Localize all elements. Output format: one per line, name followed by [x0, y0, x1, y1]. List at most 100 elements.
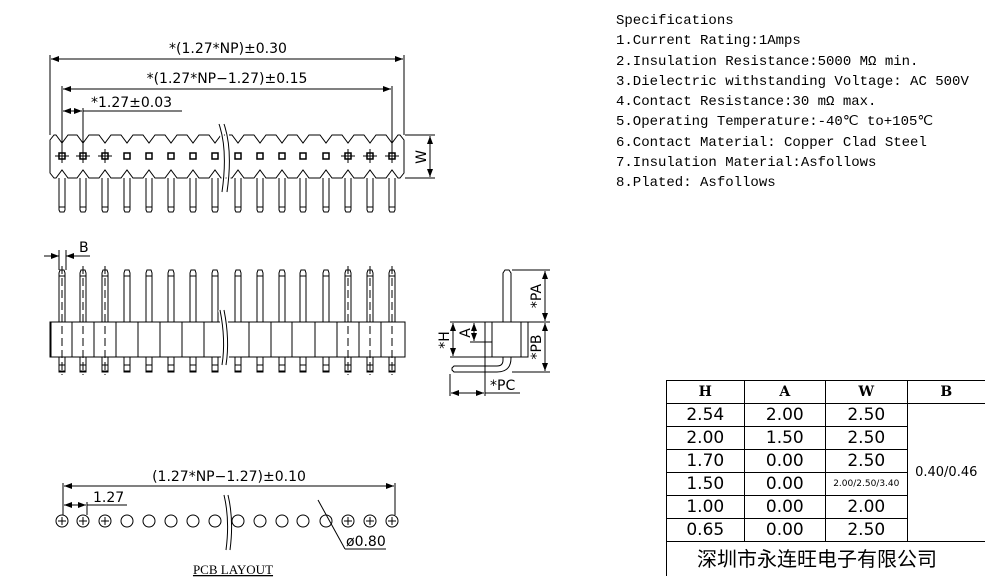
pin-lower-tip	[145, 364, 153, 372]
pin-square	[299, 152, 307, 160]
pin-upper	[145, 269, 153, 322]
pin-tail	[366, 178, 374, 213]
pin-lower-tip	[211, 364, 219, 372]
spec-item: 7.Insulation Material:Asfollows	[616, 155, 877, 172]
cell-w: 2.50	[825, 403, 908, 427]
cell-w: 2.50	[825, 518, 908, 542]
pcb-hole-crosshair	[79, 517, 87, 525]
pin-lower-tip	[189, 364, 197, 372]
pin-upper	[256, 269, 264, 322]
pcb-hole-dim-label: ø0.80	[346, 534, 386, 550]
header-b: B	[906, 380, 985, 404]
table-row: 0.65 0.00 2.50	[666, 518, 985, 542]
pin-lower-tip	[234, 364, 242, 372]
company-name: 深圳市永连旺电子有限公司	[666, 541, 985, 576]
dimension-table: H A W B 2.54 2.00 2.50 0.40/0.46 2.00 1.…	[666, 380, 985, 576]
cell-a: 1.50	[743, 426, 827, 450]
specifications-title: Specifications	[616, 13, 734, 29]
pin-square	[322, 152, 330, 160]
dim-pb-label: *PB	[529, 334, 545, 359]
spec-item: 1.Current Rating:1Amps	[616, 33, 801, 50]
pin-tail	[58, 178, 66, 213]
pin-tail	[299, 178, 307, 213]
pin-centerline	[385, 149, 399, 163]
pin-square	[123, 152, 131, 160]
header-w: W	[825, 380, 908, 404]
pin-tail	[234, 178, 242, 213]
pin-upper	[322, 269, 330, 322]
pin-vertical	[502, 269, 512, 322]
table-row: 1.50 0.00 2.00/2.50/3.40	[666, 472, 985, 496]
pin-upper	[299, 269, 307, 322]
pcb-hole	[253, 514, 267, 528]
pin-centerline	[341, 149, 355, 163]
pin-tail	[189, 178, 197, 213]
cell-w: 2.00	[825, 495, 908, 519]
pin-lower-tip	[123, 364, 131, 372]
cell-h: 1.00	[666, 495, 745, 519]
pin-upper	[123, 269, 131, 322]
pin-lower-tip	[167, 364, 175, 372]
dim-span-label: *(1.27*NP−1.27)±0.15	[147, 71, 308, 87]
spec-item: 4.Contact Resistance:30 mΩ max.	[616, 94, 877, 111]
pcb-hole	[186, 514, 200, 528]
top-view: *(1.27*NP)±0.30 *(1.27*NP−1.27)±0.15 *1.…	[49, 41, 435, 213]
pin-tail	[322, 178, 330, 213]
pin-lower-tip	[278, 364, 286, 372]
pin-square	[278, 152, 286, 160]
cell-b: 0.40/0.46	[906, 403, 985, 542]
pin-lower-tip	[299, 364, 307, 372]
cell-a: 0.00	[743, 449, 827, 473]
cell-a: 0.00	[743, 518, 827, 542]
cell-w: 2.50	[825, 426, 908, 450]
cell-a: 0.00	[743, 495, 827, 519]
pcb-hole-crosshair	[344, 517, 352, 525]
header-h: H	[666, 380, 745, 404]
pcb-hole-crosshair	[58, 517, 66, 525]
pcb-hole	[319, 514, 333, 528]
cell-h: 0.65	[666, 518, 745, 542]
pin-lower-tip	[256, 364, 264, 372]
pin-square	[211, 152, 219, 160]
table-row: 2.54 2.00 2.50 0.40/0.46	[666, 403, 985, 542]
spec-item: 3.Dielectric withstanding Voltage: AC 50…	[616, 73, 969, 90]
dim-total-label: *(1.27*NP)±0.30	[169, 41, 287, 57]
header-a: A	[743, 380, 827, 404]
company-row: 深圳市永连旺电子有限公司	[666, 541, 985, 576]
cell-w: 2.50	[825, 449, 908, 473]
pcb-hole	[120, 514, 134, 528]
pin-tail	[278, 178, 286, 213]
pin-square	[234, 152, 242, 160]
pin-tail	[344, 178, 352, 213]
pin-tail	[145, 178, 153, 213]
pin-upper	[278, 269, 286, 322]
pin-tail	[167, 178, 175, 213]
cell-a: 2.00	[743, 403, 827, 427]
table-header-row: H A W B	[666, 380, 985, 404]
pcb-hole	[55, 514, 69, 528]
pin-upper	[211, 269, 219, 322]
pcb-hole-crosshair	[366, 517, 374, 525]
cell-h: 2.54	[666, 403, 745, 427]
pcb-hole	[98, 514, 112, 528]
pcb-hole	[76, 514, 90, 528]
pin-tail	[211, 178, 219, 213]
pcb-dim-span-label: (1.27*NP−1.27)±0.10	[152, 469, 306, 485]
cell-a: 0.00	[743, 472, 827, 496]
pcb-hole	[385, 514, 399, 528]
pin-bent	[451, 357, 512, 373]
pcb-hole	[164, 514, 178, 528]
pcb-hole-crosshair	[101, 517, 109, 525]
pin-square	[145, 152, 153, 160]
spec-item: 8.Plated: Asfollows	[616, 175, 776, 192]
specifications: Specifications 1.Current Rating:1Amps 2.In…	[616, 11, 969, 194]
pin-square	[167, 152, 175, 160]
pin-square	[256, 152, 264, 160]
dim-pitch-label: *1.27±0.03	[91, 95, 172, 111]
pcb-layout: (1.27*NP−1.27)±0.10 1.27 ø0.80 PCB LAYOU…	[55, 469, 399, 577]
pcb-layout-title: PCB LAYOUT	[193, 562, 273, 577]
dim-pc-label: *PC	[490, 378, 515, 394]
spec-item: 2.Insulation Resistance:5000 MΩ min.	[616, 53, 919, 70]
pin-centerline	[55, 149, 69, 163]
pin-upper	[167, 269, 175, 322]
